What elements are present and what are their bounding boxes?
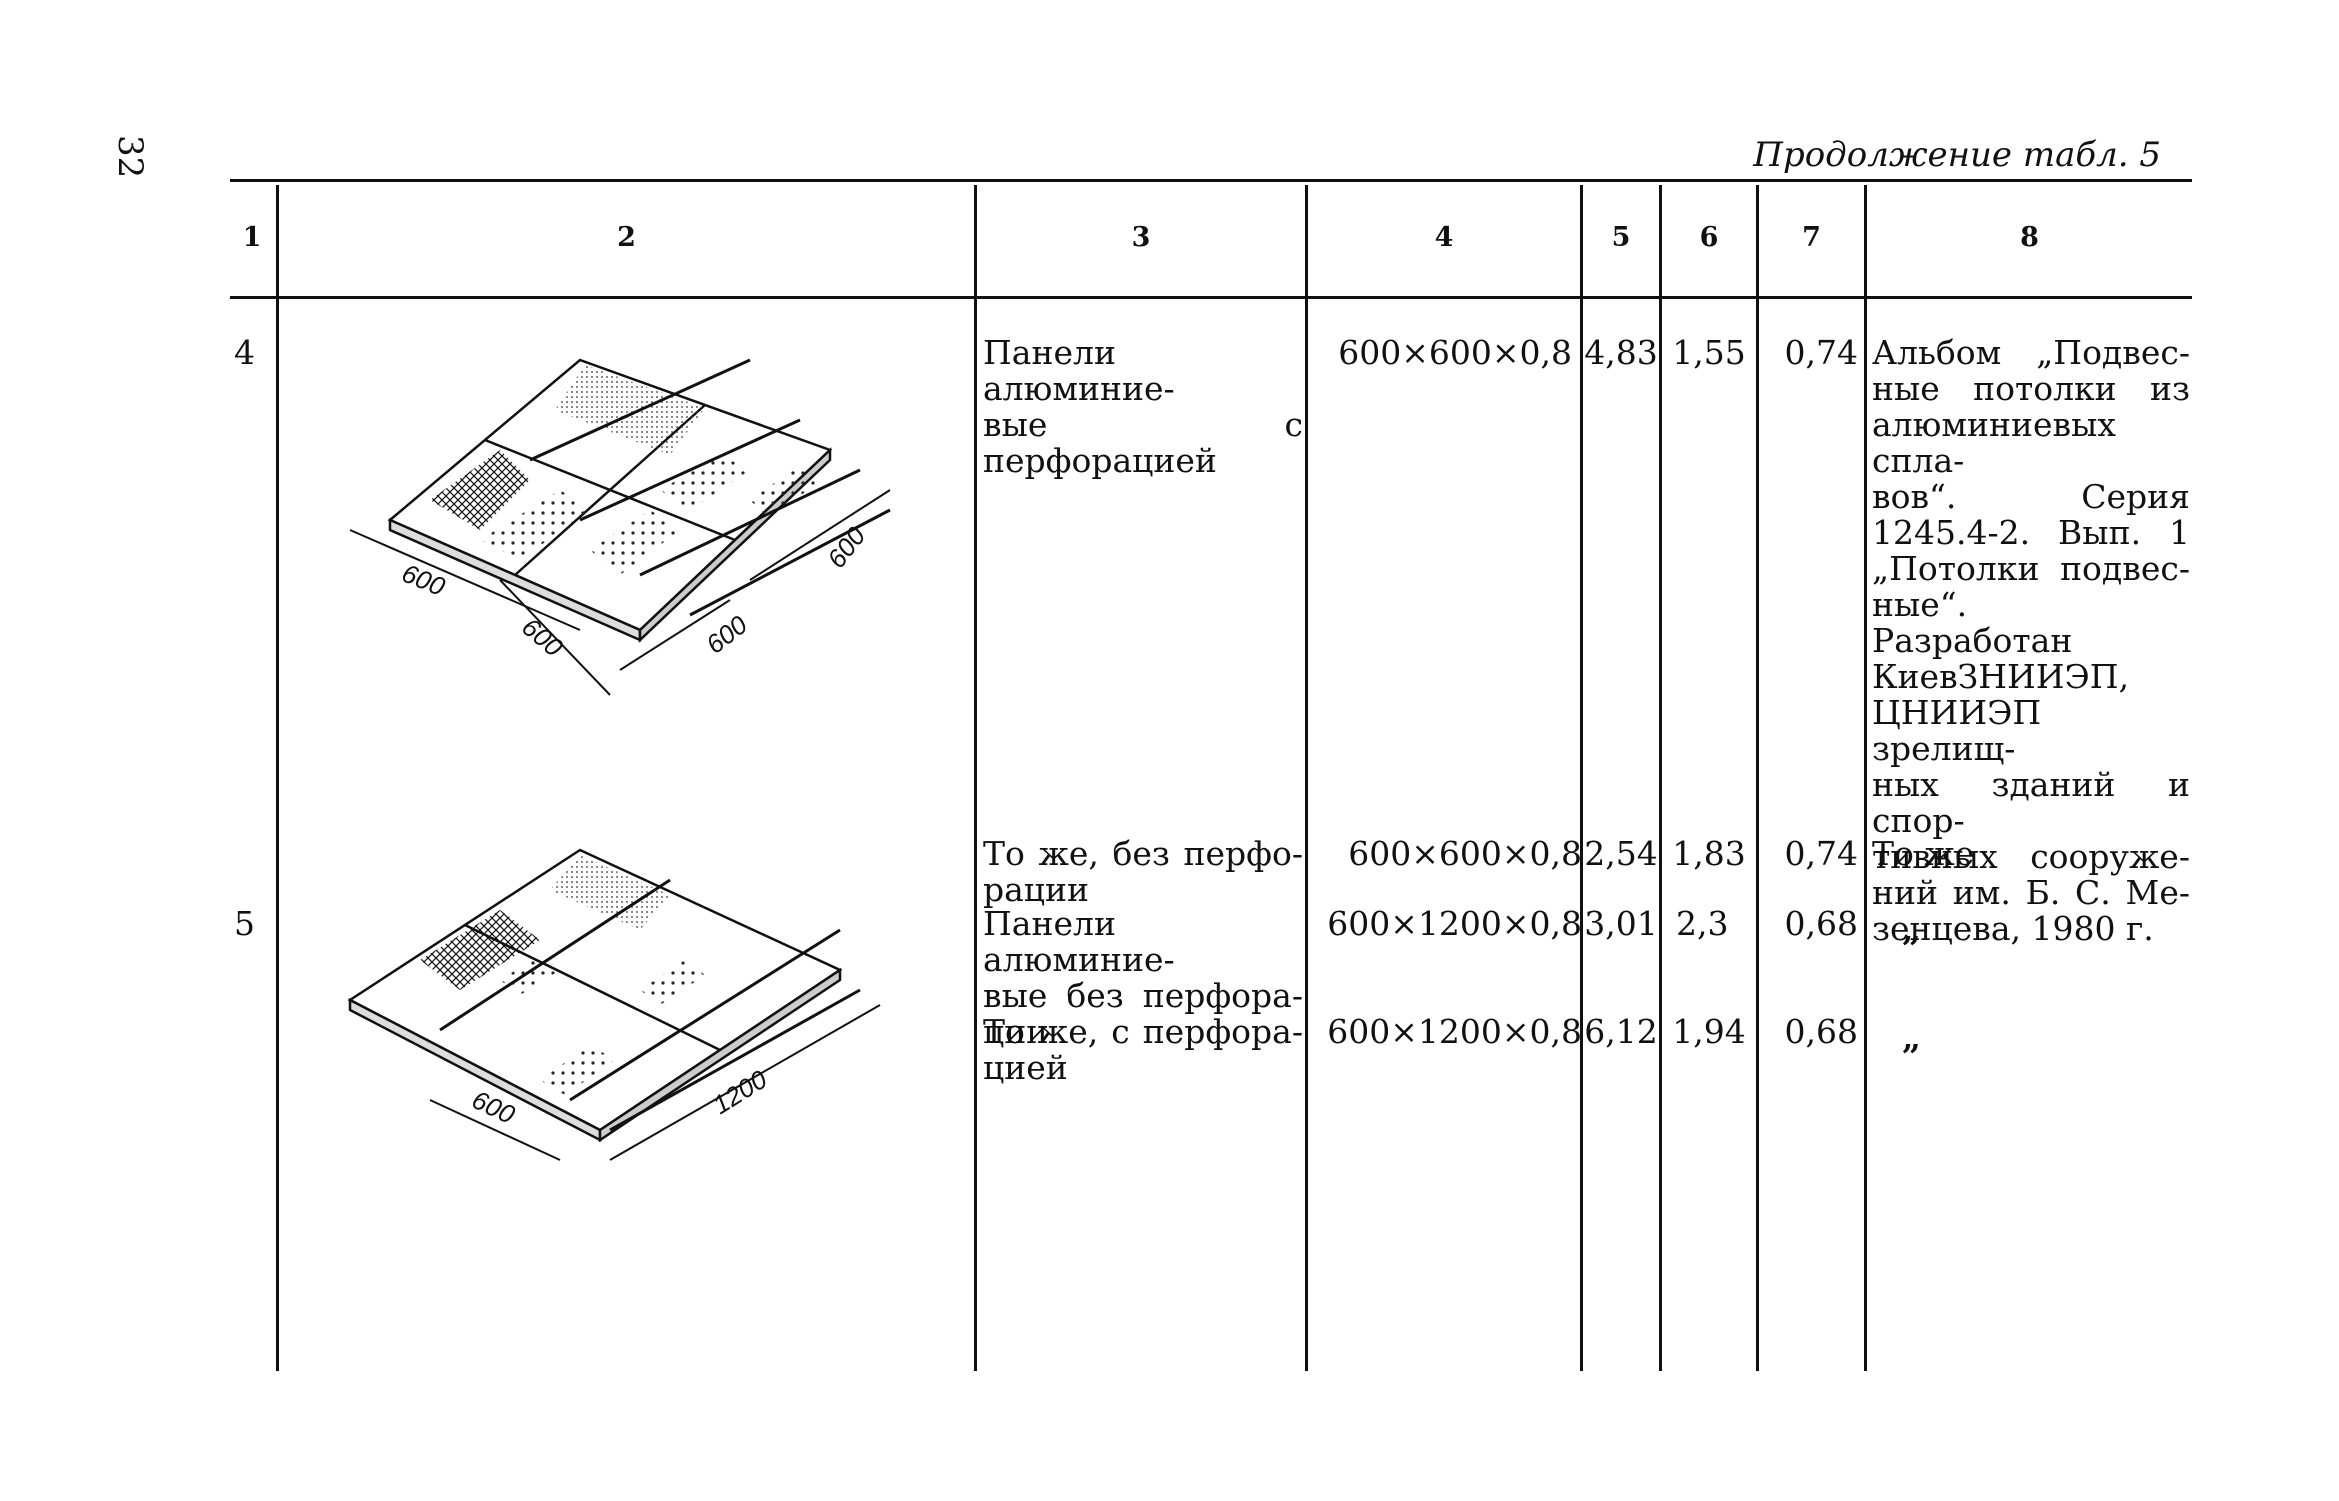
- col-divider-6: [1756, 185, 1759, 1371]
- row-number: 5: [234, 904, 255, 943]
- ceiling-panel-600x600-drawing: 600 600 600 600: [349, 358, 891, 696]
- row-col6: 1,83: [1672, 834, 1746, 873]
- header-rule: [230, 296, 2192, 299]
- col-header-1: 1: [242, 222, 262, 253]
- col-header-6: 6: [1699, 222, 1719, 253]
- row-size: 600×600×0,8: [1338, 333, 1572, 372]
- ceiling-panel-600x1200-drawing: 600 1200: [347, 848, 881, 1161]
- dim-label: 600: [700, 609, 753, 660]
- col-divider-5: [1659, 185, 1662, 1371]
- col-divider-3: [1305, 185, 1308, 1371]
- col-divider-1: [276, 185, 279, 1371]
- row-col7: 0,74: [1784, 333, 1858, 372]
- row-col5: 3,01: [1584, 904, 1658, 943]
- row-description: То же, с перфора- цией: [983, 1012, 1303, 1087]
- row-col7: 0,68: [1784, 904, 1858, 943]
- row-col6: 2,3: [1676, 904, 1729, 943]
- row-col5: 6,12: [1584, 1012, 1658, 1051]
- col-header-7: 7: [1802, 222, 1821, 253]
- row-description: Панели алюминие- вые с перфорацией: [983, 333, 1303, 480]
- row-reference-ditto: „: [1902, 1018, 1921, 1057]
- col-divider-7: [1864, 185, 1867, 1371]
- col-header-8: 8: [2020, 222, 2039, 253]
- row-number: 4: [234, 333, 255, 372]
- row-description: То же, без перфо- рации: [983, 834, 1303, 909]
- row-col5: 2,54: [1584, 834, 1658, 873]
- col-divider-2: [974, 185, 977, 1371]
- dim-label: 600: [516, 612, 569, 663]
- col-header-5: 5: [1611, 222, 1631, 253]
- col-header-4: 4: [1434, 222, 1454, 253]
- row-description: Панели алюминие- вые без перфора- ции: [983, 904, 1303, 1051]
- row-size: 600×1200×0,8: [1327, 1012, 1582, 1051]
- row-col6: 1,55: [1672, 333, 1746, 372]
- row-reference-ditto: „: [1902, 910, 1921, 949]
- row-col5: 4,83: [1584, 333, 1658, 372]
- col-divider-4: [1580, 185, 1583, 1371]
- row-col7: 0,68: [1784, 1012, 1858, 1051]
- row-size: 600×600×0,8: [1348, 834, 1582, 873]
- dim-label: 600: [398, 558, 450, 602]
- col-header-3: 3: [1131, 222, 1151, 253]
- table-caption: Продолжение табл. 5: [1753, 135, 2161, 175]
- row-reference: Альбом „Подвес- ные потолки из алюминиев…: [1872, 333, 2190, 948]
- col-header-2: 2: [617, 222, 636, 253]
- row-col7: 0,74: [1784, 834, 1858, 873]
- row-size: 600×1200×0,8: [1327, 904, 1582, 943]
- row-reference: То же: [1872, 834, 1975, 873]
- page-number: 32: [110, 135, 150, 179]
- top-rule: [230, 179, 2192, 182]
- row-col6: 1,94: [1672, 1012, 1746, 1051]
